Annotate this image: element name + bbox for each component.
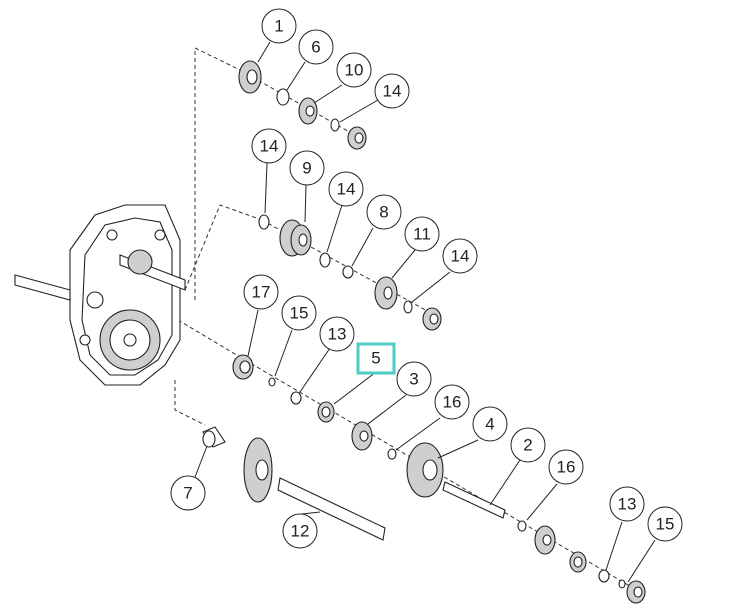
part-clip-15-b <box>618 579 626 589</box>
leader-lines <box>194 41 656 583</box>
part-clip-16-b <box>517 520 527 532</box>
callout-7: 7 <box>170 475 206 511</box>
callout-17: 17 <box>243 274 279 310</box>
callout-13-b: 13 <box>609 486 645 522</box>
svg-text:13: 13 <box>328 325 347 344</box>
callout-4: 4 <box>472 406 508 442</box>
svg-text:8: 8 <box>379 203 388 222</box>
part-gear-4 <box>406 442 444 498</box>
part-shaft-2 <box>442 481 506 519</box>
svg-text:16: 16 <box>443 393 462 412</box>
callout-14-b: 14 <box>251 128 287 164</box>
callout-3: 3 <box>396 361 432 397</box>
callout-12: 12 <box>282 513 318 549</box>
part-washer-14-b <box>319 252 331 268</box>
callout-11: 11 <box>404 216 440 252</box>
part-bushing-6 <box>276 88 290 106</box>
callout-2: 2 <box>510 427 546 463</box>
callout-16-b: 16 <box>548 449 584 485</box>
part-washer-14-top <box>330 118 340 132</box>
svg-text:14: 14 <box>260 137 279 156</box>
part-axle-12 <box>243 437 386 541</box>
part-clip-15-a <box>268 377 276 387</box>
part-spring-lower <box>569 551 587 573</box>
callout-10: 10 <box>336 52 372 88</box>
part-gear-11 <box>374 276 398 310</box>
callout-13-a: 13 <box>319 316 355 352</box>
svg-text:12: 12 <box>291 522 310 541</box>
callout-16-a: 16 <box>434 384 470 420</box>
part-gear-3 <box>351 421 373 451</box>
svg-text:4: 4 <box>485 415 494 434</box>
part-bearing-17 <box>232 354 254 380</box>
part-spring-5 <box>317 401 335 423</box>
part-clip-16-a <box>387 448 397 460</box>
svg-text:17: 17 <box>252 283 271 302</box>
part-bearing-mid <box>422 307 442 331</box>
svg-text:15: 15 <box>656 515 675 534</box>
gearbox-housing <box>14 204 186 386</box>
callout-5-highlighted: 5 <box>356 342 396 375</box>
svg-text:15: 15 <box>290 304 309 323</box>
svg-text:16: 16 <box>557 458 576 477</box>
part-washer-13-b <box>598 569 610 583</box>
part-clutch-dog <box>534 525 556 555</box>
svg-text:5: 5 <box>371 349 380 368</box>
svg-text:11: 11 <box>413 225 431 244</box>
svg-text:1: 1 <box>274 17 283 36</box>
svg-text:3: 3 <box>409 370 418 389</box>
callout-6: 6 <box>298 29 334 65</box>
callout-8: 8 <box>366 194 402 230</box>
part-gear-1 <box>238 60 262 94</box>
part-bushing-8 <box>342 265 354 279</box>
callout-14-d: 14 <box>442 238 478 274</box>
part-gear-9 <box>279 219 312 257</box>
svg-text:2: 2 <box>523 436 532 455</box>
callout-9: 9 <box>289 150 325 186</box>
svg-text:7: 7 <box>183 484 192 503</box>
part-bearing-lower <box>626 580 646 604</box>
part-bearing-top <box>347 126 367 150</box>
svg-text:14: 14 <box>451 247 470 266</box>
callout-14-a: 14 <box>374 73 410 109</box>
svg-text:14: 14 <box>383 82 402 101</box>
part-washer-14-c <box>403 300 413 314</box>
svg-text:14: 14 <box>337 180 356 199</box>
callout-14-c: 14 <box>328 171 364 207</box>
svg-text:13: 13 <box>618 495 637 514</box>
callout-15-a: 15 <box>281 295 317 331</box>
part-washer-14-a <box>258 214 270 230</box>
callout-15-b: 15 <box>647 506 683 542</box>
svg-text:9: 9 <box>302 159 311 178</box>
callout-1: 1 <box>261 8 297 44</box>
assembly-axis-lines <box>174 47 641 593</box>
svg-text:6: 6 <box>311 38 320 57</box>
svg-text:10: 10 <box>345 61 364 80</box>
part-bushing-7 <box>202 426 226 448</box>
part-gear-10 <box>298 97 318 125</box>
part-washer-13-a <box>290 391 302 405</box>
